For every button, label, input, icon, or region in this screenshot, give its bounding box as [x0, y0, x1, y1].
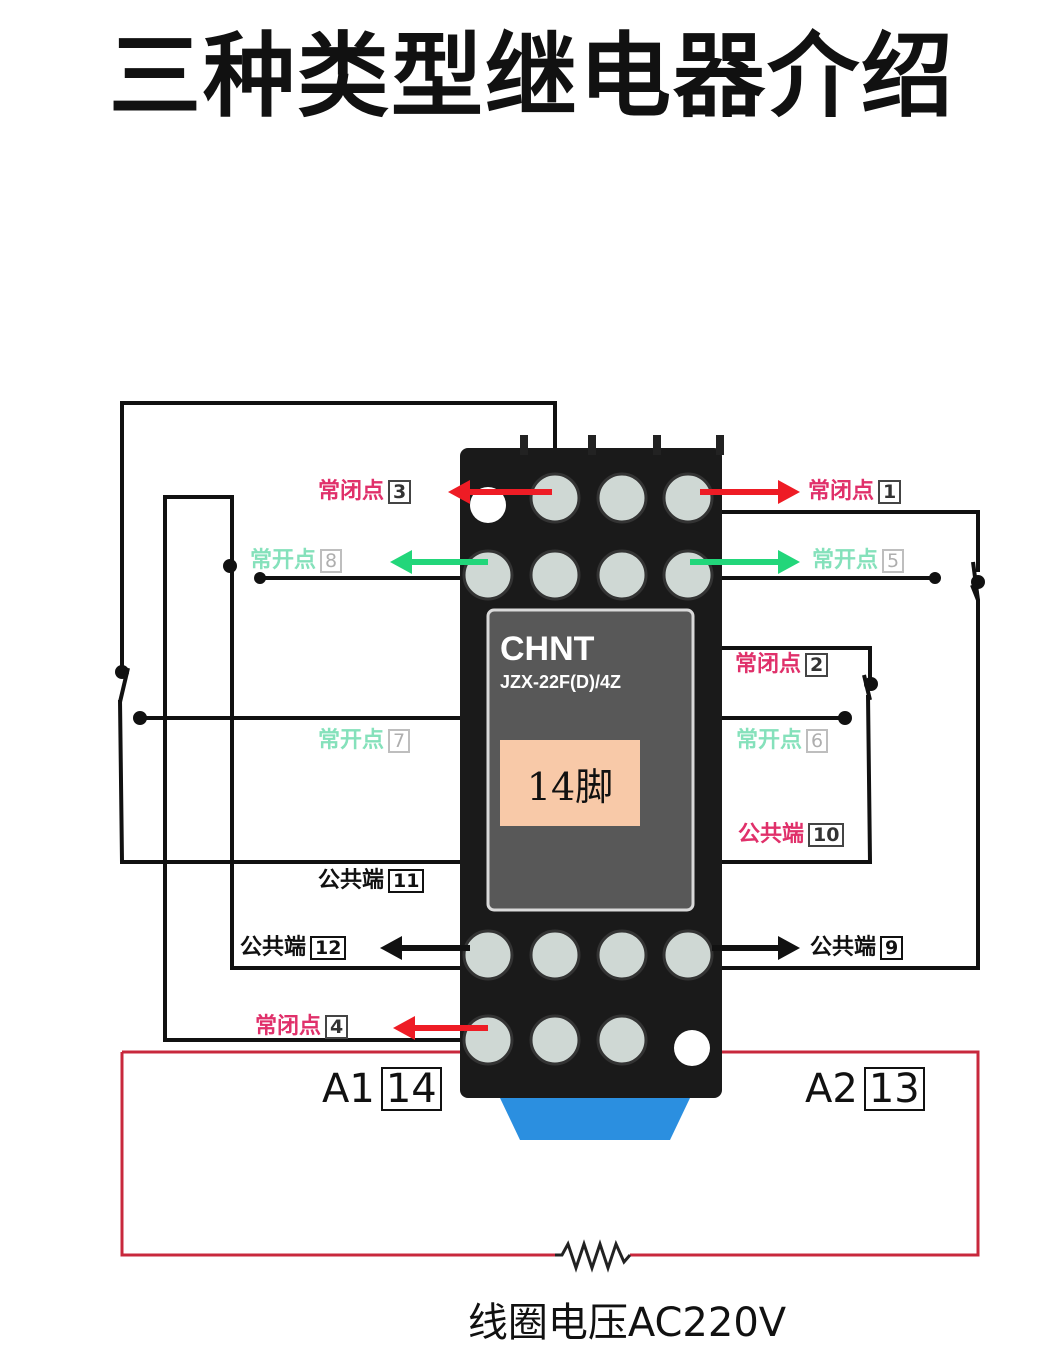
mount-hole — [470, 487, 506, 523]
relay-brand: CHNT — [500, 630, 595, 668]
page-title: 三种类型继电器介绍 — [108, 23, 955, 130]
switch-symbols — [115, 559, 985, 725]
coil-circuit-wire — [120, 1050, 980, 1273]
relay-base — [500, 1098, 690, 1140]
coil-voltage-caption: 线圈电压AC220V — [467, 1300, 787, 1346]
mount-hole — [674, 1030, 710, 1066]
relay-model: JZX-22F(D)/4Z — [500, 672, 621, 692]
contact-arrows — [380, 480, 800, 1040]
coil-resistor-icon — [555, 1239, 632, 1273]
contact-wires — [118, 401, 980, 1042]
screw-terminals — [462, 472, 714, 1066]
pin-count-label: 14脚 — [500, 740, 640, 826]
